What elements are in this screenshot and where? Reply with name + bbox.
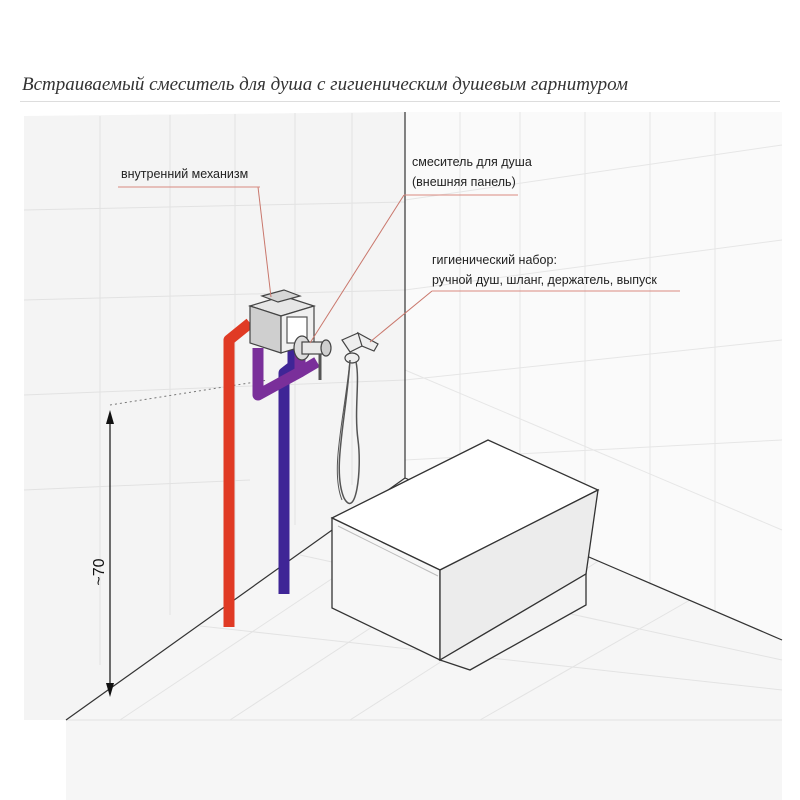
title-divider [20, 101, 780, 102]
hot-water-pipe [223, 318, 254, 627]
dimension-label: ~70 [91, 558, 108, 585]
leader-lines [257, 186, 433, 344]
mixer-label-line1: смеситель для душа [412, 155, 532, 169]
mixer-external-panel [293, 335, 332, 380]
hygienic-shower-set [336, 331, 379, 505]
label-underlines [118, 186, 680, 292]
hygienic-label-line1: гигиенический набор: [432, 253, 557, 267]
height-dimension [106, 379, 269, 697]
wall-hung-toilet [330, 439, 600, 671]
left-wall [24, 112, 405, 720]
hygienic-label-line2: ручной душ, шланг, держатель, выпуск [432, 273, 657, 287]
mechanism-label: внутренний механизм [121, 167, 248, 181]
mixer-label-line2: (внешняя панель) [412, 175, 516, 189]
diagram-title: Встраиваемый смеситель для душа с гигиен… [22, 74, 629, 95]
mixed-water-pipe [252, 348, 320, 401]
mixer-internal-mechanism [247, 289, 317, 354]
